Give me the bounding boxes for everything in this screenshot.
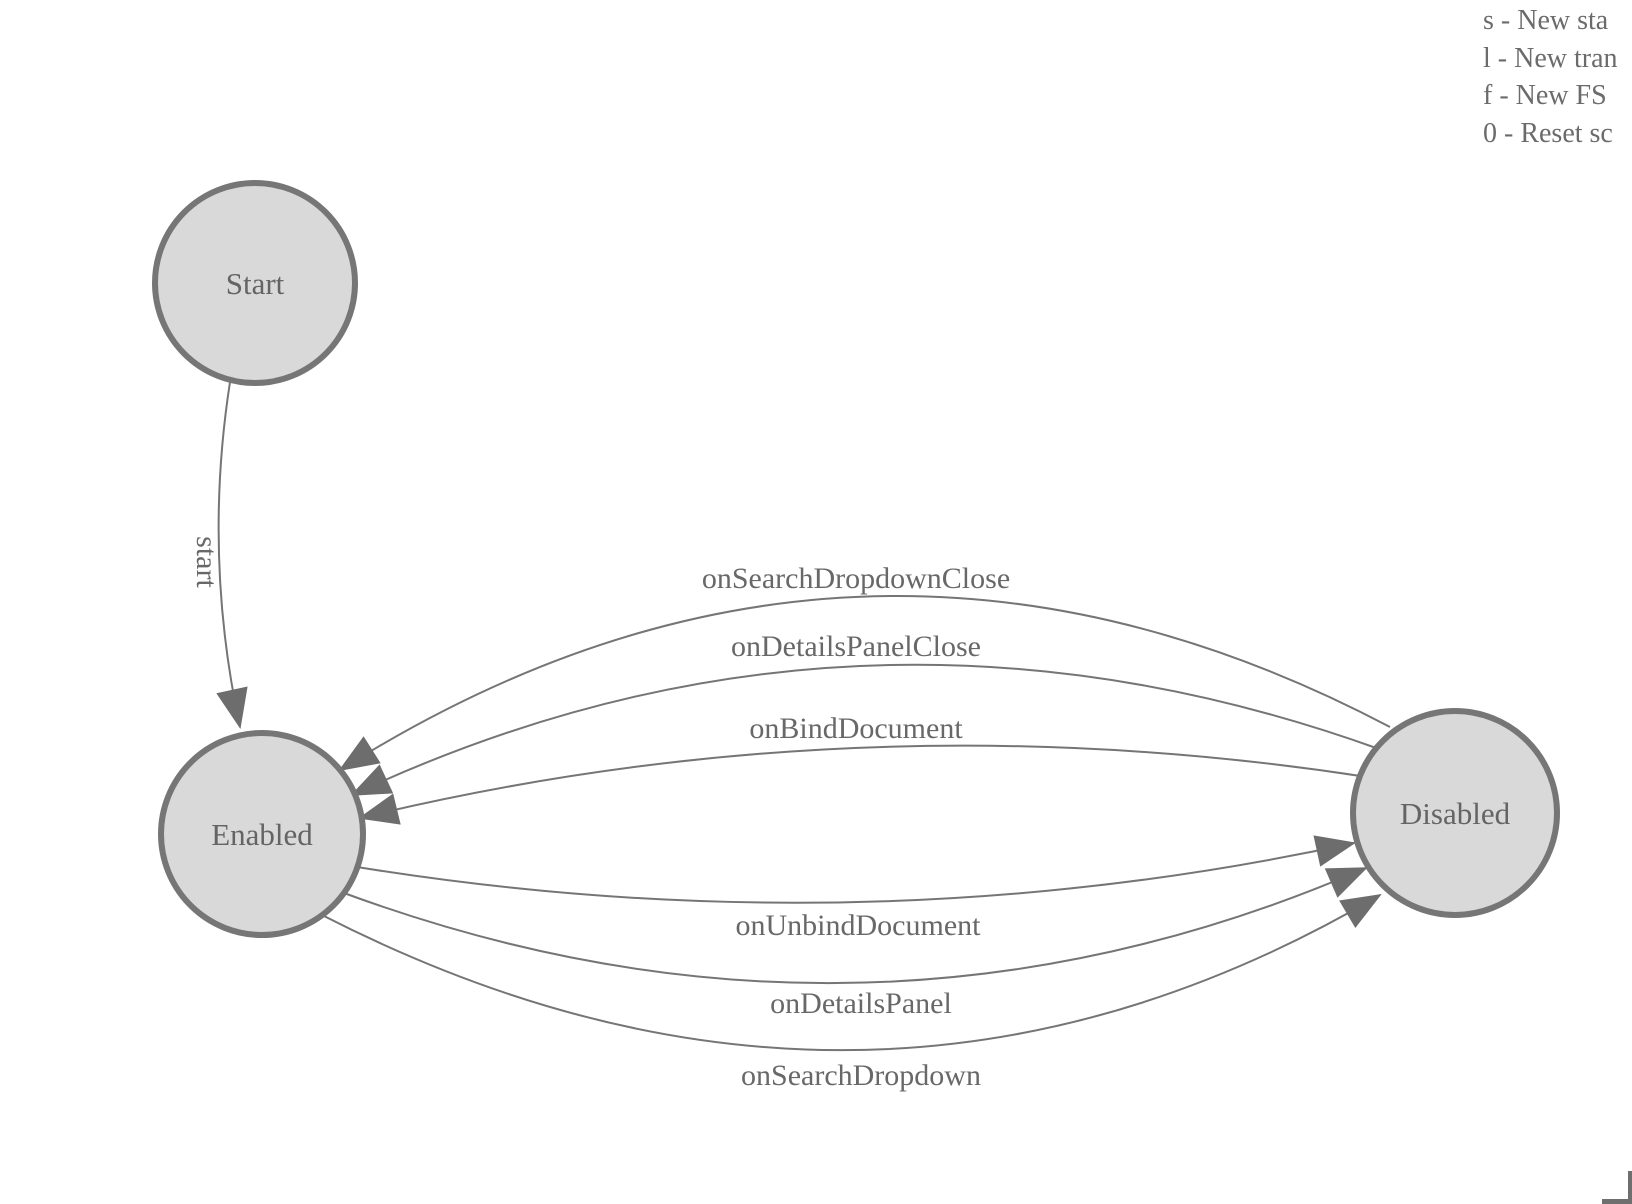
edge-enabled-to-disabled-onUnbindDocument xyxy=(356,835,1356,904)
cropped-box-corner-horizontal xyxy=(1602,1199,1632,1204)
edge-label-onDetailsPanel: onDetailsPanel xyxy=(770,987,952,1020)
legend-item-new-transition: l - New tran xyxy=(1483,42,1618,74)
edge-enabled-to-disabled-onDetailsPanel xyxy=(343,867,1368,985)
state-label-start: Start xyxy=(226,266,285,301)
shortcut-legend: s - New sta l - New tran f - New FS 0 - … xyxy=(1483,2,1618,152)
cropped-box-corner xyxy=(1602,1171,1632,1204)
state-circle-start[interactable] xyxy=(152,180,358,386)
edge-label-onBindDocument: onBindDocument xyxy=(749,712,963,745)
edge-label-onDetailsPanelClose: onDetailsPanelClose xyxy=(731,630,981,663)
edge-label-start: start xyxy=(190,536,223,588)
legend-item-reset: 0 - Reset sc xyxy=(1483,117,1613,149)
legend-item-new-fsm: f - New FS xyxy=(1483,80,1607,112)
edge-label-onSearchDropdown: onSearchDropdown xyxy=(741,1059,981,1092)
edge-enabled-to-disabled-onSearchDropdown xyxy=(321,893,1382,1052)
state-node-enabled[interactable]: Enabled xyxy=(158,730,366,938)
edge-disabled-to-enabled-onSearchDropdownClose xyxy=(338,595,1391,772)
state-node-disabled[interactable]: Disabled xyxy=(1350,708,1560,918)
edge-disabled-to-enabled-onDetailsPanelClose xyxy=(350,663,1380,796)
edge-label-onUnbindDocument: onUnbindDocument xyxy=(736,909,982,942)
edge-labels: start onSearchDropdownClose onDetailsPan… xyxy=(190,536,1010,1092)
edge-start-to-enabled xyxy=(216,381,248,729)
state-node-start[interactable]: Start xyxy=(152,180,358,386)
state-circle-disabled[interactable] xyxy=(1350,708,1560,918)
edges xyxy=(216,381,1391,1052)
state-label-disabled: Disabled xyxy=(1400,796,1511,831)
legend-item-new-state: s - New sta xyxy=(1483,5,1609,36)
edge-label-onSearchDropdownClose: onSearchDropdownClose xyxy=(702,562,1010,595)
edge-disabled-to-enabled-onBindDocument xyxy=(358,744,1368,825)
state-circle-enabled[interactable] xyxy=(158,730,366,938)
cropped-box-corner-vertical xyxy=(1628,1171,1632,1204)
state-label-enabled: Enabled xyxy=(211,817,313,852)
